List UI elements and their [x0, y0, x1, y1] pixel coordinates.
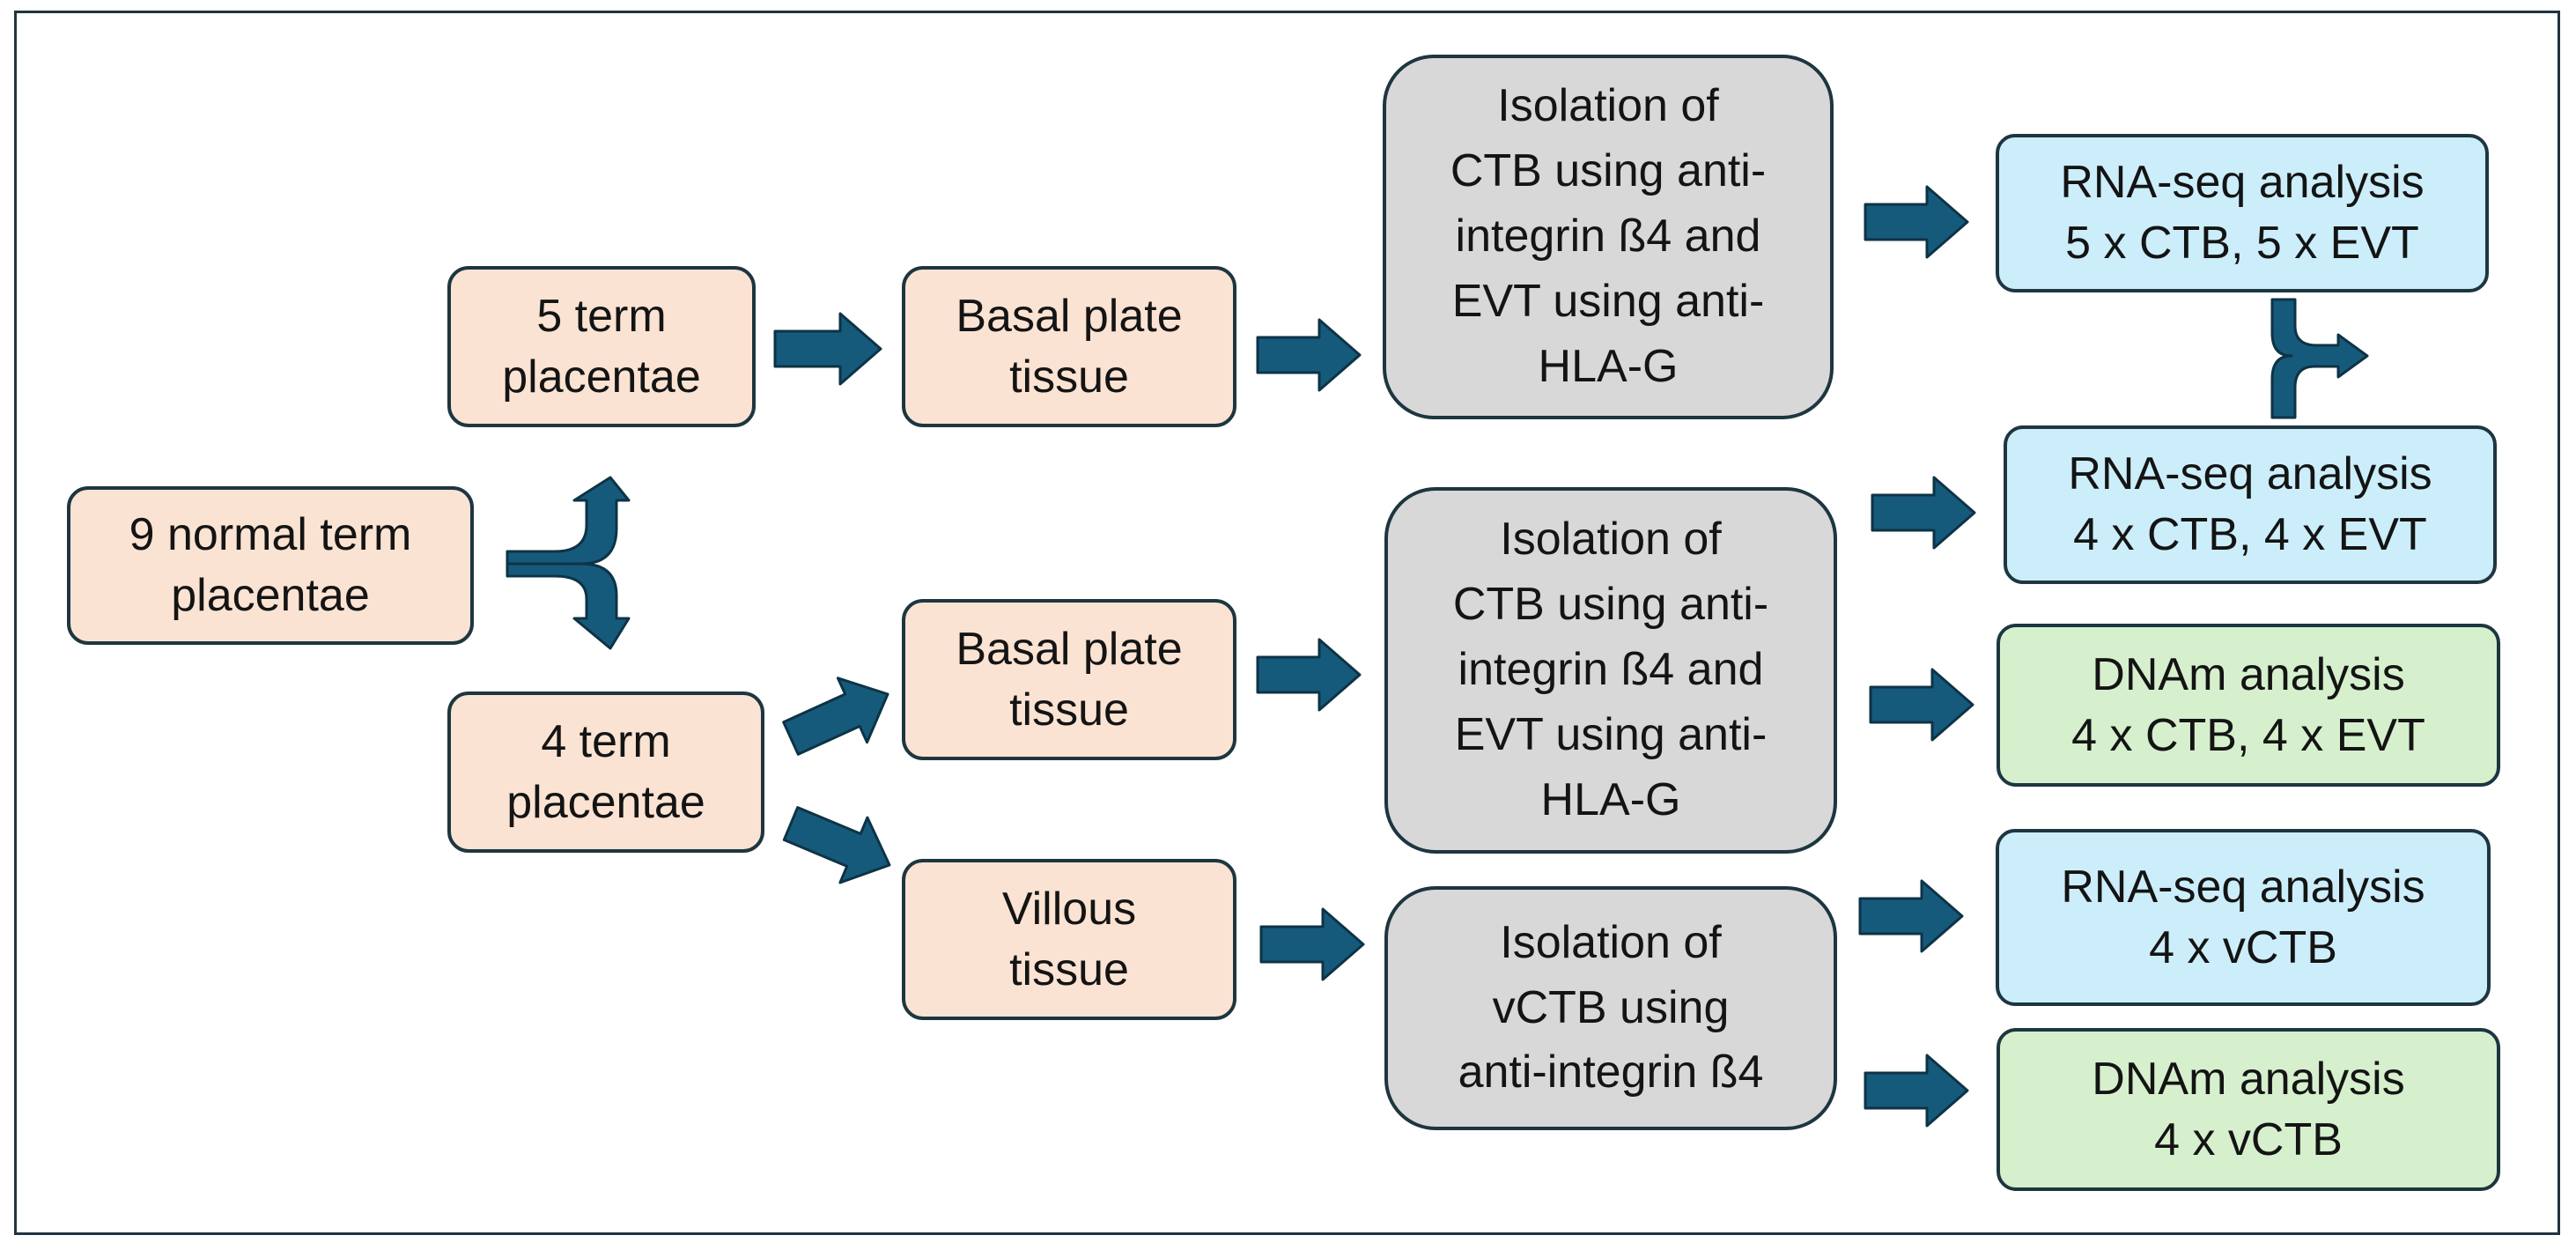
dnam-vctb-line-2: 4 x vCTB: [2154, 1113, 2343, 1165]
arrow-villous-to-isolation: [1259, 907, 1365, 981]
basal-plate-mid-line-2: tissue: [1009, 684, 1129, 736]
split-up-arrow-icon: [506, 476, 631, 566]
basal-plate-tissue-mid-box: Basal plate tissue: [902, 599, 1236, 760]
rnaseq-four-box: RNA-seq analysis 4 x CTB, 4 x EVT: [2004, 425, 2497, 584]
isolation-villous-box: Isolation of vCTB using anti-integrin ß4: [1384, 886, 1837, 1130]
basal-plate-mid-line-1: Basal plate: [956, 623, 1183, 675]
arrow-basal-top-to-isolation: [1256, 318, 1362, 392]
dnam-four-line-2: 4 x CTB, 4 x EVT: [2071, 709, 2425, 761]
arrow-isolation-top-to-rnaseq: [1864, 185, 1969, 259]
isolation-villous-line-1: Isolation of: [1500, 916, 1722, 968]
isolation-top-line-3: integrin ß4 and: [1455, 211, 1761, 263]
isolation-mid-line-5: HLA-G: [1540, 773, 1681, 825]
isolation-mid-line-3: integrin ß4 and: [1458, 644, 1764, 696]
merge-arrow-icon: [2270, 298, 2369, 419]
villous-line-1: Villous: [1001, 883, 1137, 935]
isolation-top-line-5: HLA-G: [1538, 340, 1679, 392]
arrow-five-to-basal: [773, 312, 882, 386]
five-term-placentae-box: 5 term placentae: [447, 266, 756, 427]
isolation-top-line-1: Isolation of: [1497, 80, 1719, 132]
four-term-placentae-box: 4 term placentae: [447, 692, 764, 853]
five-term-line-1: 5 term: [536, 290, 667, 342]
isolation-top-box: Isolation of CTB using anti- integrin ß4…: [1383, 55, 1834, 419]
isolation-mid-line-2: CTB using anti-: [1452, 579, 1769, 631]
basal-plate-top-line-1: Basal plate: [956, 290, 1183, 342]
arrow-isolation-villous-to-dnam: [1864, 1054, 1969, 1128]
four-term-line-2: placentae: [506, 776, 705, 828]
isolation-top-line-4: EVT using anti-: [1451, 275, 1765, 327]
arrow-isolation-villous-to-rnaseq: [1858, 879, 1964, 953]
rnaseq-vctb-line-1: RNA-seq analysis: [2061, 861, 2425, 913]
start-line-1: 9 normal term: [129, 509, 412, 561]
start-line-2: placentae: [171, 570, 370, 621]
four-term-line-1: 4 term: [541, 715, 671, 767]
villous-line-2: tissue: [1009, 943, 1129, 995]
dnam-four-box: DNAm analysis 4 x CTB, 4 x EVT: [1997, 624, 2500, 787]
isolation-top-line-2: CTB using anti-: [1450, 145, 1767, 197]
rnaseq-vctb-line-2: 4 x vCTB: [2149, 921, 2337, 973]
villous-tissue-box: Villous tissue: [902, 859, 1236, 1020]
arrow-isolation-mid-to-rnaseq: [1871, 476, 1976, 550]
five-term-line-2: placentae: [502, 351, 701, 403]
dnam-vctb-line-1: DNAm analysis: [2092, 1053, 2405, 1105]
basal-plate-top-line-2: tissue: [1009, 351, 1129, 403]
arrow-isolation-mid-to-dnam: [1869, 668, 1974, 742]
dnam-four-line-1: DNAm analysis: [2092, 648, 2405, 700]
split-down-arrow-icon: [506, 562, 631, 650]
isolation-mid-line-4: EVT using anti-: [1454, 708, 1768, 760]
rnaseq-vctb-box: RNA-seq analysis 4 x vCTB: [1996, 829, 2491, 1006]
rnaseq-five-line-2: 5 x CTB, 5 x EVT: [2065, 218, 2419, 269]
basal-plate-tissue-top-box: Basal plate tissue: [902, 266, 1236, 427]
rnaseq-five-line-1: RNA-seq analysis: [2060, 157, 2425, 209]
figure-border: [14, 11, 2560, 1235]
arrow-four-to-villous: [782, 806, 891, 884]
rnaseq-four-line-2: 4 x CTB, 4 x EVT: [2073, 509, 2427, 560]
isolation-mid-box: Isolation of CTB using anti- integrin ß4…: [1384, 487, 1837, 854]
isolation-mid-line-1: Isolation of: [1500, 514, 1722, 566]
isolation-villous-line-3: anti-integrin ß4: [1458, 1047, 1764, 1098]
rnaseq-four-line-1: RNA-seq analysis: [2068, 448, 2432, 500]
dnam-vctb-box: DNAm analysis 4 x vCTB: [1997, 1028, 2500, 1191]
arrow-four-to-basal: [782, 677, 889, 756]
arrow-basal-mid-to-isolation: [1256, 638, 1362, 712]
start-placentae-box: 9 normal term placentae: [67, 486, 474, 645]
isolation-villous-line-2: vCTB using: [1492, 981, 1730, 1033]
rnaseq-five-box: RNA-seq analysis 5 x CTB, 5 x EVT: [1996, 134, 2489, 292]
